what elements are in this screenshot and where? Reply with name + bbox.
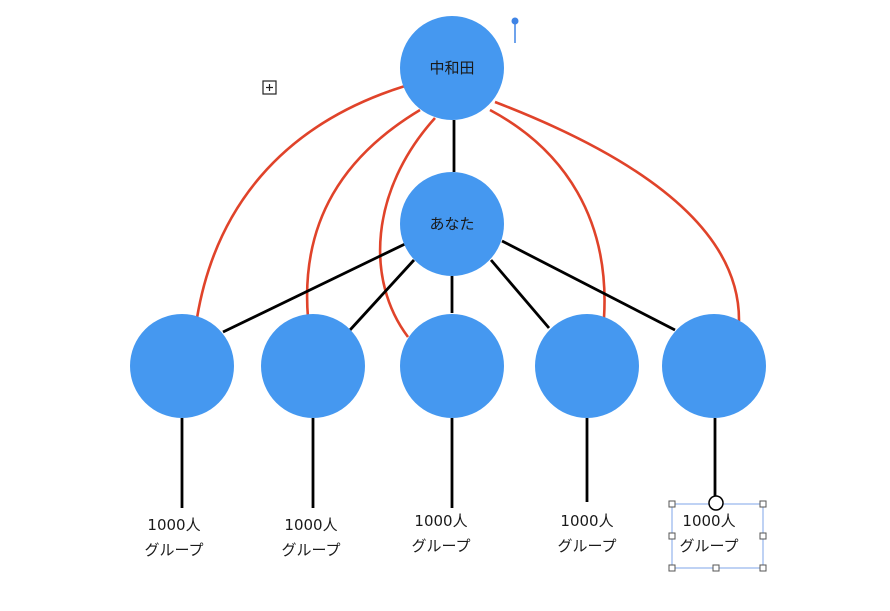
red-edge-3 [378, 117, 436, 338]
top-node-label: 中和田 [429, 59, 474, 77]
edge-middle-node4 [489, 259, 551, 329]
group-label-1-line2: グループ [144, 541, 203, 559]
red-edge-2 [305, 108, 421, 319]
red-edge-4 [489, 108, 606, 319]
group-label-5[interactable]: 1000人 グループ [679, 512, 738, 555]
selection-box[interactable] [668, 495, 767, 572]
resize-handle-s[interactable] [712, 564, 720, 572]
group-label-3-line2: グループ [411, 537, 470, 555]
group-label-2[interactable]: 1000人 グループ [281, 516, 340, 559]
bottom-node-2[interactable] [261, 314, 365, 418]
resize-handle-w[interactable] [668, 532, 676, 540]
group-label-1[interactable]: 1000人 グループ [144, 516, 203, 559]
edge-middle-node1 [222, 242, 406, 334]
bottom-node-3[interactable] [400, 314, 504, 418]
edge-middle-node5 [501, 239, 676, 332]
group-label-1-line1: 1000人 [147, 516, 200, 534]
connection-point-handle[interactable] [708, 495, 724, 511]
resize-handle-sw[interactable] [668, 564, 676, 572]
group-label-2-line2: グループ [281, 541, 340, 559]
top-node-circle[interactable] [400, 16, 504, 120]
bottom-node-1[interactable] [130, 314, 234, 418]
nodes: 中和田 あなた [130, 16, 766, 418]
group-labels: 1000人 グループ 1000人 グループ 1000人 グループ 1000人 グ… [144, 512, 738, 559]
resize-handle-se[interactable] [759, 564, 767, 572]
middle-node[interactable]: あなた [400, 172, 504, 276]
group-label-4[interactable]: 1000人 グループ [557, 512, 616, 555]
group-label-3-line1: 1000人 [414, 512, 467, 530]
group-label-5-line1: 1000人 [682, 512, 735, 530]
group-label-4-line2: グループ [557, 537, 616, 555]
rotation-pin-icon[interactable] [511, 17, 519, 44]
middle-node-circle[interactable] [400, 172, 504, 276]
group-label-3[interactable]: 1000人 グループ [411, 512, 470, 555]
black-edges [180, 120, 717, 508]
resize-handle-nw[interactable] [668, 500, 676, 508]
top-node[interactable]: 中和田 [400, 16, 504, 120]
edge-middle-node2 [348, 259, 416, 331]
bottom-node-4[interactable] [535, 314, 639, 418]
resize-handle-e[interactable] [759, 532, 767, 540]
resize-handle-ne[interactable] [759, 500, 767, 508]
red-edge-1 [195, 84, 406, 319]
group-label-2-line1: 1000人 [284, 516, 337, 534]
red-edges [195, 84, 741, 338]
bottom-node-5[interactable] [662, 314, 766, 418]
group-label-5-line2: グループ [679, 537, 738, 555]
middle-node-label: あなた [429, 215, 474, 233]
red-edge-5 [494, 100, 741, 322]
plus-box-icon[interactable] [262, 80, 277, 95]
group-label-4-line1: 1000人 [560, 512, 613, 530]
